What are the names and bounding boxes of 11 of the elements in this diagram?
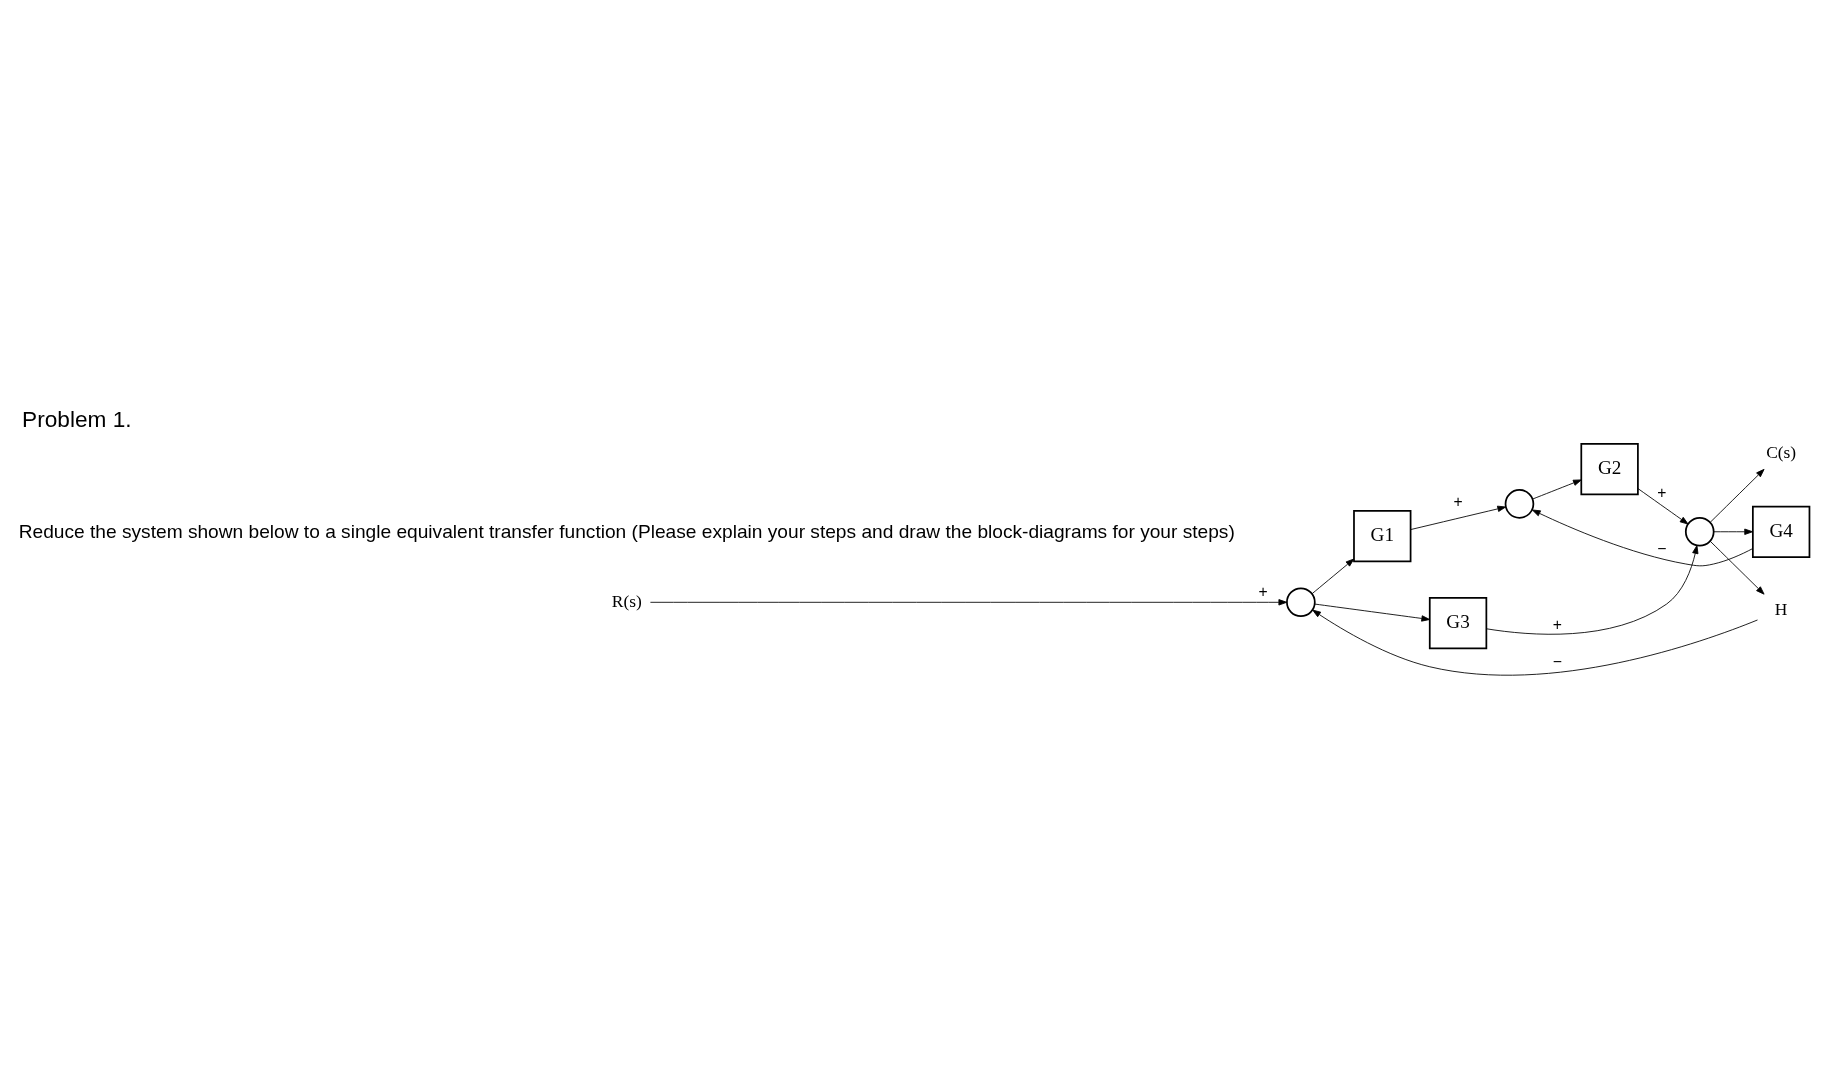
edge-label: + <box>1552 615 1562 633</box>
edge-label: + <box>1453 492 1463 510</box>
diagram-title: Problem 1. <box>22 406 132 432</box>
node-text: R(s) <box>611 590 642 611</box>
node-text: H <box>1774 598 1788 618</box>
label: Reduce the system shown below to a single equivalent transfer function (Please explain your steps and draw the block-diagrams for your steps) <box>18 520 1235 542</box>
edge-label: + <box>1258 582 1268 600</box>
node-text: C(s) <box>1766 441 1797 462</box>
edge-label: − <box>1657 539 1667 557</box>
edge-label: + <box>1657 483 1667 501</box>
edge-label: − <box>1552 652 1562 670</box>
